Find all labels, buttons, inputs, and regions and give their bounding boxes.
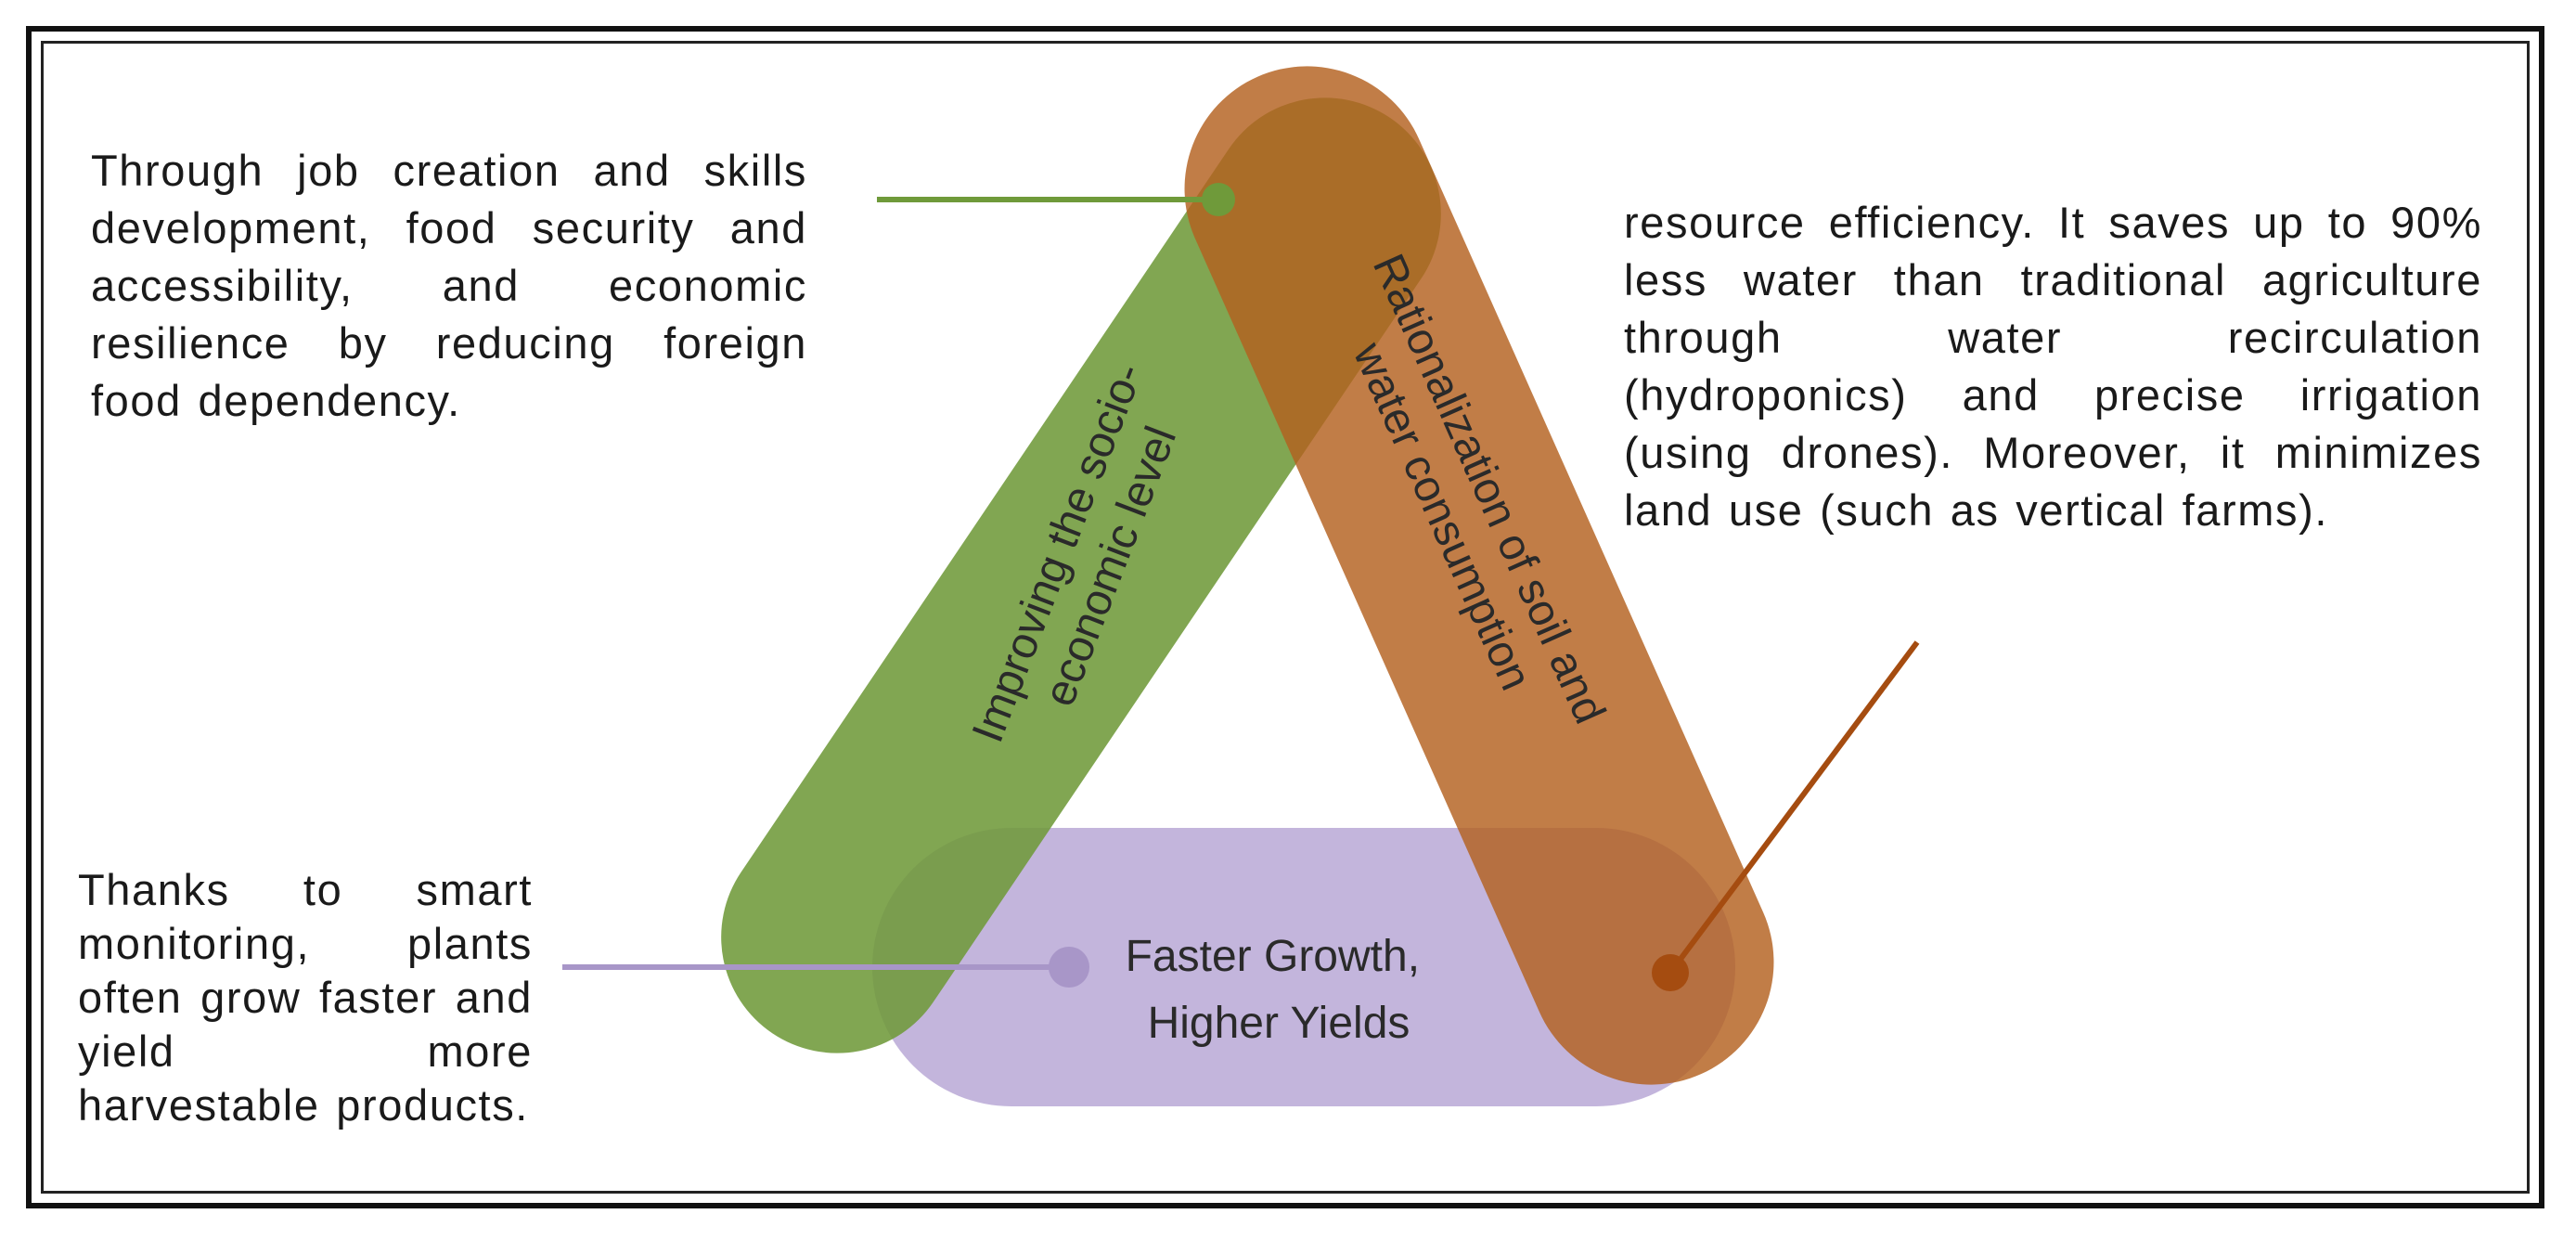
inner-border — [41, 41, 2530, 1194]
socio-annotation: Through job creation and skills developm… — [91, 146, 807, 425]
socio-connector-dot — [1202, 183, 1235, 216]
outer-border — [26, 26, 2544, 1208]
growth-label: Faster Growth, Higher Yields — [1126, 932, 1433, 1048]
growth-annotation: Thanks to smart monitoring, plants often… — [78, 865, 533, 1130]
resource-connector-dot — [1652, 954, 1689, 991]
growth-connector-dot — [1049, 947, 1089, 988]
resource-annotation: resource efficiency. It saves up to 90% … — [1624, 198, 2482, 535]
resource-connector-line — [1668, 640, 1920, 975]
resource-pill — [1184, 66, 1774, 1085]
